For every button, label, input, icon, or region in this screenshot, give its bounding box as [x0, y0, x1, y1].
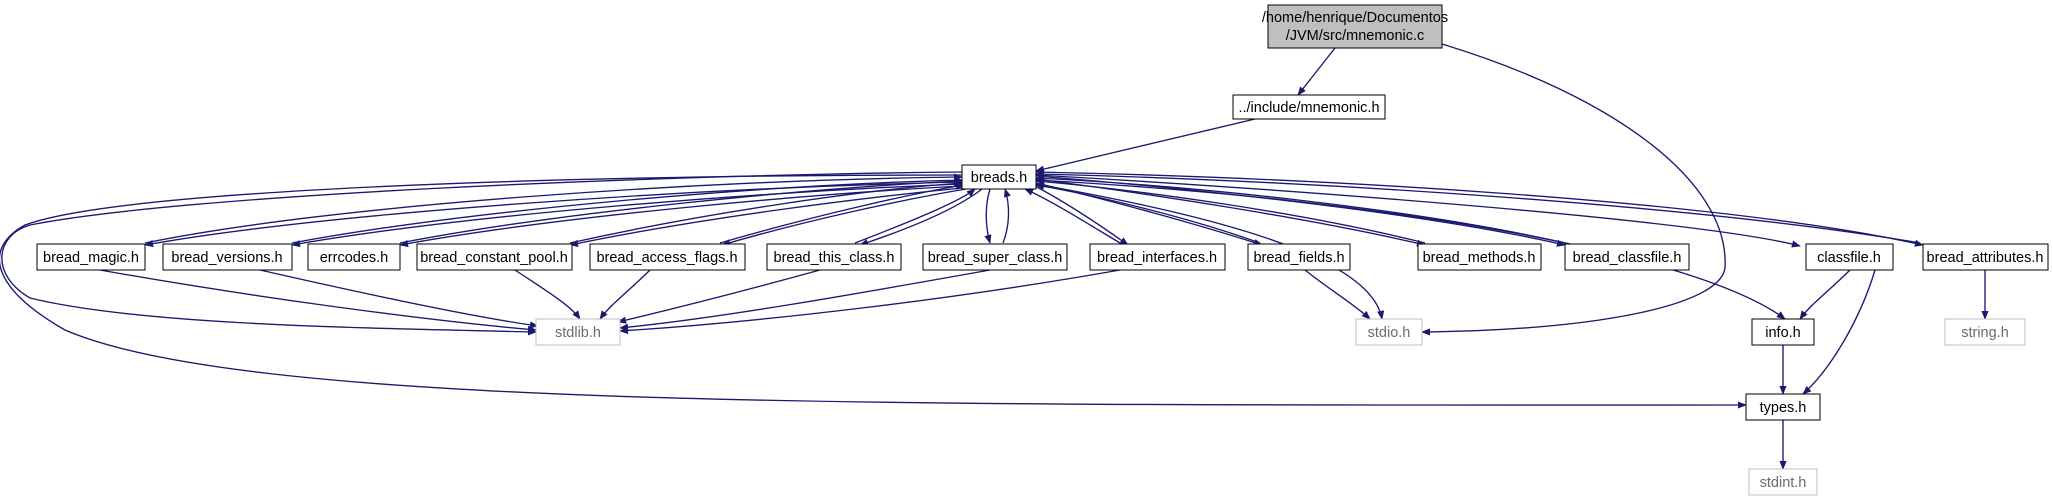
- node-bread-versions-h[interactable]: bread_versions.h: [162, 243, 293, 271]
- node-breads-h[interactable]: breads.h: [961, 164, 1037, 190]
- node-bread-classfile-h[interactable]: bread_classfile.h: [1564, 243, 1690, 271]
- node-bread-access-flags-h[interactable]: bread_access_flags.h: [589, 243, 746, 271]
- edge-bread-methods-to-breads: [1035, 178, 1426, 244]
- edge-breads-to-bread-this-class: [859, 188, 983, 246]
- edge-breads-to-bread-super-class: [984, 188, 992, 244]
- edges: [0, 43, 1989, 470]
- edge-bread-interfaces-to-stdlib: [619, 269, 1121, 335]
- node-bread-interfaces-h[interactable]: bread_interfaces.h: [1089, 243, 1226, 271]
- node-stdint-h-label: stdint.h: [1760, 475, 1807, 491]
- edge-classfile-to-types: [1802, 269, 1876, 395]
- edge-breads-to-stdio: [1035, 183, 1385, 320]
- node-bread-fields-h-label: bread_fields.h: [1253, 250, 1344, 266]
- node-bread-magic-h[interactable]: bread_magic.h: [36, 243, 146, 271]
- edge-bread-magic-to-breads: [144, 173, 963, 244]
- node-bread-interfaces-h-label: bread_interfaces.h: [1097, 250, 1217, 266]
- node-stdint-h[interactable]: stdint.h: [1748, 468, 1818, 496]
- edge-root-to-mnemonic-h: [1297, 47, 1336, 96]
- node-mnemonic-h-label: ../include/mnemonic.h: [1238, 100, 1379, 116]
- node-bread-methods-h[interactable]: bread_methods.h: [1417, 243, 1542, 271]
- edge-bread-magic-to-stdlib: [99, 269, 537, 333]
- node-bread-constant-pool-h[interactable]: bread_constant_pool.h: [416, 243, 573, 271]
- edge-root-to-stdio-h: [1421, 43, 1726, 336]
- edge-bread-super-class-to-breads: [1002, 188, 1011, 244]
- edge-bread-access-flags-to-stdlib: [599, 269, 651, 320]
- node-root-file[interactable]: /home/henrique/Documentos /JVM/src/mnemo…: [1262, 4, 1448, 49]
- edge-breads-to-errcodes: [399, 185, 963, 248]
- node-breads-h-label: breads.h: [971, 170, 1027, 186]
- node-types-h-label: types.h: [1760, 400, 1807, 416]
- node-root-line2: /JVM/src/mnemonic.c: [1286, 28, 1425, 44]
- edge-breads-to-bread-access-flags: [721, 188, 967, 247]
- edge-breads-to-bread-methods: [1035, 178, 1426, 247]
- edge-mnemonic-h-to-breads-h: [1035, 118, 1256, 173]
- node-mnemonic-h[interactable]: ../include/mnemonic.h: [1232, 94, 1386, 120]
- node-classfile-h-label: classfile.h: [1817, 250, 1881, 266]
- edge-classfile-to-info: [1799, 269, 1851, 320]
- edge-bread-interfaces-to-breads: [1024, 188, 1121, 244]
- node-stdlib-h-label: stdlib.h: [555, 325, 601, 341]
- edge-bread-super-class-to-stdlib: [619, 269, 991, 331]
- node-string-h-label: string.h: [1961, 325, 2009, 341]
- edge-bread-this-class-to-breads: [854, 188, 976, 244]
- edge-breads-to-bread-classfile: [1035, 175, 1566, 247]
- edge-bread-classfile-to-breads: [1035, 174, 1566, 244]
- node-bread-fields-h[interactable]: bread_fields.h: [1247, 243, 1351, 271]
- node-root-line1: /home/henrique/Documentos: [1262, 10, 1448, 26]
- node-bread-this-class-h[interactable]: bread_this_class.h: [766, 243, 902, 271]
- node-bread-magic-h-label: bread_magic.h: [43, 250, 139, 266]
- edge-bread-versions-to-stdlib: [259, 269, 539, 329]
- edge-breads-to-bread-attributes: [1035, 171, 1924, 247]
- node-bread-this-class-h-label: bread_this_class.h: [774, 250, 895, 266]
- nodes: /home/henrique/Documentos /JVM/src/mnemo…: [36, 4, 2049, 496]
- edge-bread-attributes-to-breads: [1035, 170, 1921, 244]
- node-info-h-label: info.h: [1765, 325, 1800, 341]
- edge-breads-to-classfile: [1035, 174, 1801, 248]
- node-bread-attributes-h-label: bread_attributes.h: [1927, 250, 2044, 266]
- edge-breads-to-info: [1035, 179, 1786, 320]
- edge-bread-constant-pool-to-breads: [569, 179, 963, 244]
- node-bread-attributes-h[interactable]: bread_attributes.h: [1922, 243, 2049, 271]
- node-info-h[interactable]: info.h: [1751, 318, 1815, 346]
- node-stdio-h-label: stdio.h: [1368, 325, 1411, 341]
- node-types-h[interactable]: types.h: [1745, 393, 1821, 421]
- edge-breads-to-bread-interfaces: [1034, 185, 1129, 246]
- edge-breads-to-bread-versions: [291, 183, 963, 248]
- node-stdio-h[interactable]: stdio.h: [1355, 318, 1423, 346]
- node-bread-classfile-h-label: bread_classfile.h: [1573, 250, 1682, 266]
- node-bread-methods-h-label: bread_methods.h: [1423, 250, 1536, 266]
- node-bread-super-class-h-label: bread_super_class.h: [928, 250, 1063, 266]
- edge-bread-fields-to-stdio: [1304, 269, 1371, 320]
- node-string-h[interactable]: string.h: [1944, 318, 2026, 346]
- edge-errcodes-to-breads: [399, 177, 963, 244]
- edge-bread-constant-pool-to-stdlib: [514, 269, 581, 320]
- node-errcodes-h[interactable]: errcodes.h: [307, 243, 401, 271]
- edge-bread-versions-to-breads: [291, 176, 963, 244]
- node-errcodes-h-label: errcodes.h: [320, 250, 389, 266]
- edge-breads-to-bread-constant-pool: [569, 187, 963, 247]
- node-bread-super-class-h[interactable]: bread_super_class.h: [922, 243, 1068, 271]
- node-classfile-h[interactable]: classfile.h: [1805, 243, 1894, 271]
- node-bread-versions-h-label: bread_versions.h: [171, 250, 282, 266]
- node-bread-constant-pool-h-label: bread_constant_pool.h: [420, 250, 568, 266]
- edge-bread-fields-to-breads: [1035, 182, 1261, 244]
- edge-bread-access-flags-to-breads: [719, 182, 965, 244]
- edge-bread-this-class-to-stdlib: [617, 269, 821, 324]
- edge-breads-to-types: [0, 174, 1747, 409]
- edge-breads-to-bread-magic: [144, 181, 963, 248]
- node-bread-access-flags-h-label: bread_access_flags.h: [596, 250, 737, 266]
- node-stdlib-h[interactable]: stdlib.h: [535, 318, 621, 346]
